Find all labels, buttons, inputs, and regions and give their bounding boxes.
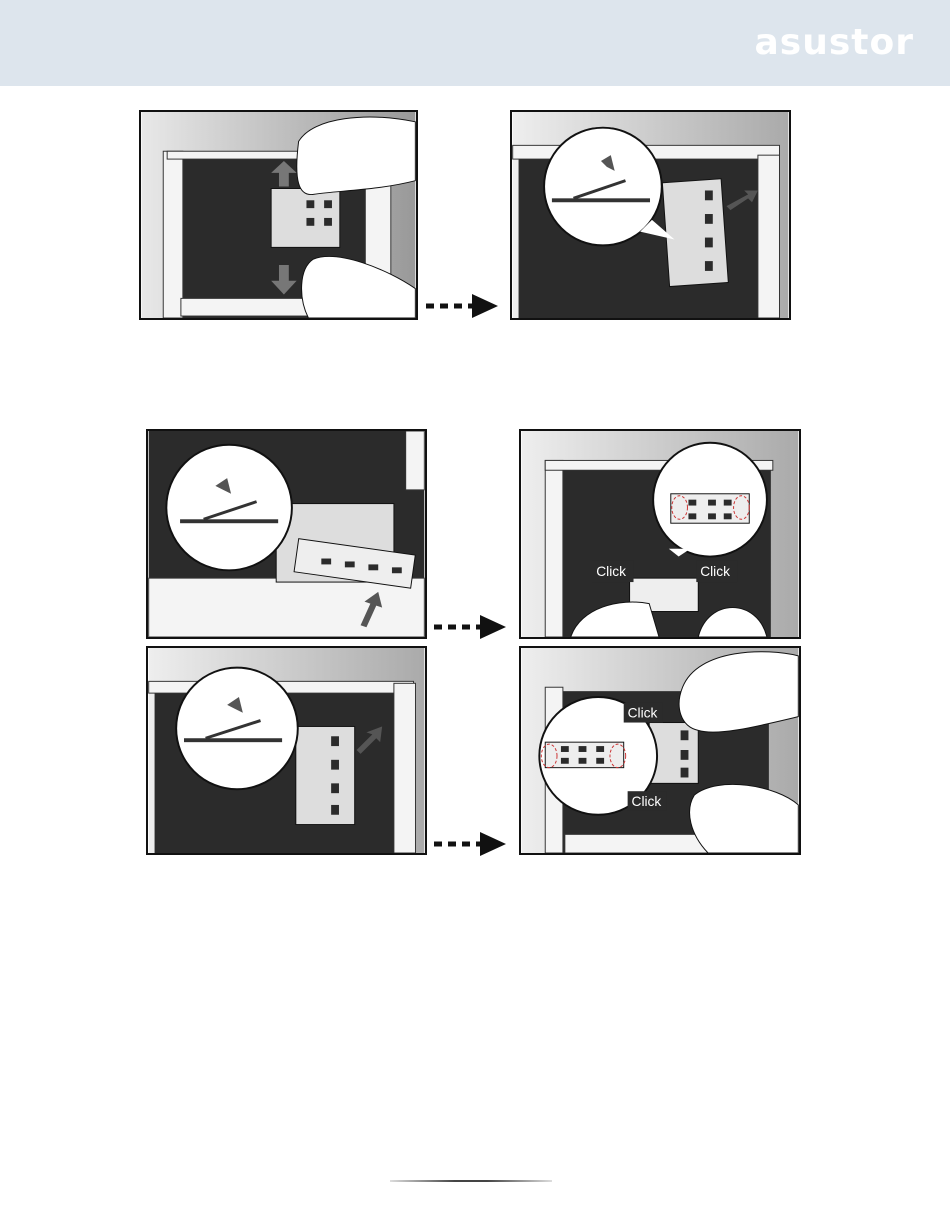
next-step-arrow-icon xyxy=(432,828,508,860)
asustor-logo: asustor xyxy=(755,22,914,63)
next-step-arrow-icon xyxy=(432,611,508,643)
click-label-left: Click xyxy=(596,564,626,579)
click-label-right: Click xyxy=(700,564,730,579)
step-illustration-remove-module xyxy=(510,110,791,320)
page-header: asustor xyxy=(0,0,950,86)
step-illustration-insert-module xyxy=(146,429,427,639)
step-illustration-release-clips xyxy=(139,110,418,320)
step-illustration-press-down-click: Click Click xyxy=(519,429,801,639)
click-label-top: Click xyxy=(628,706,658,721)
next-step-arrow-icon xyxy=(424,290,500,322)
step-illustration-clips-lock: Click Click xyxy=(519,646,801,855)
click-label-bottom: Click xyxy=(632,794,662,809)
footer-divider xyxy=(390,1180,552,1182)
step-illustration-insert-module-angle xyxy=(146,646,427,855)
